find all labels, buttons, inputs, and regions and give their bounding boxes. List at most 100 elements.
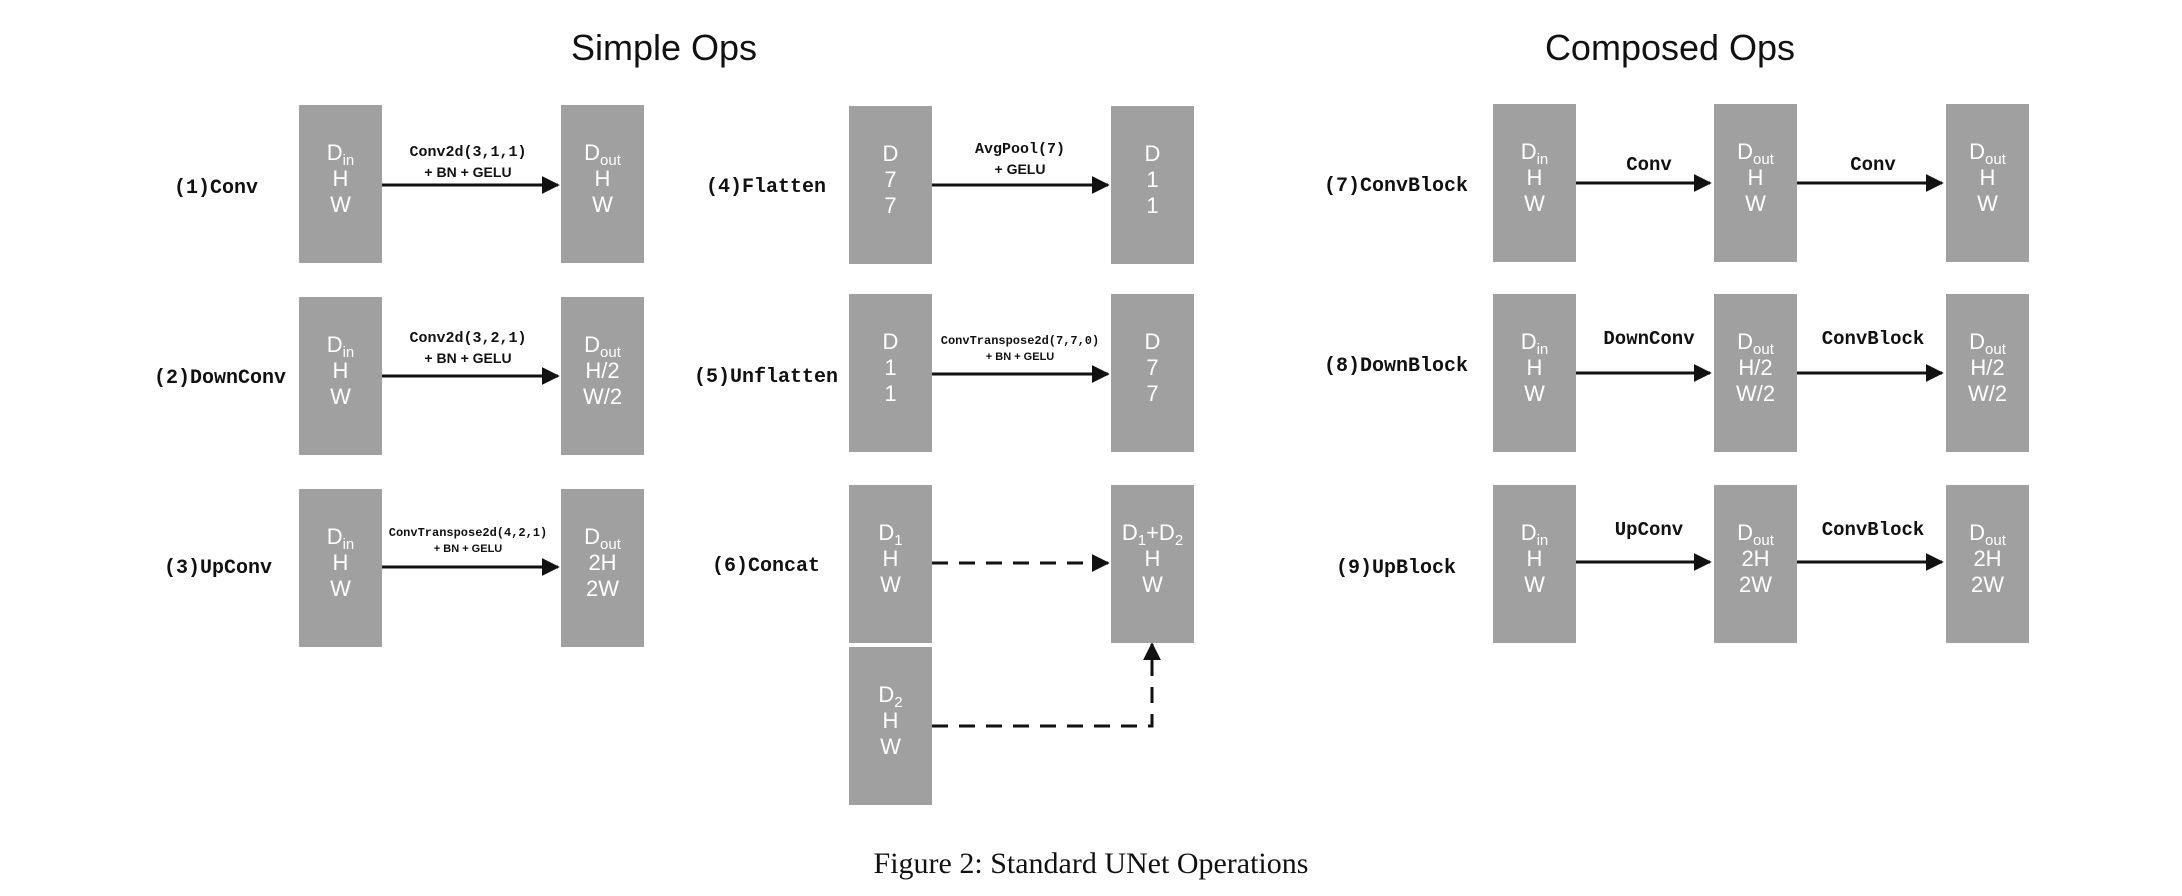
channel-dim-label: Dout bbox=[584, 524, 622, 553]
height-dim-label: 2H bbox=[1973, 546, 2001, 571]
op-label-flatten: (4)Flatten bbox=[706, 176, 826, 199]
width-dim-label: 2W bbox=[586, 576, 619, 601]
svg-text:+ BN + GELU: + BN + GELU bbox=[424, 164, 511, 180]
height-dim-label: H/2 bbox=[585, 358, 619, 383]
width-dim-label: W bbox=[1524, 572, 1545, 597]
op-label-downblock: (8)DownBlock bbox=[1324, 355, 1468, 378]
width-dim-label: W/2 bbox=[1968, 381, 2007, 406]
svg-text:+ BN + GELU: + BN + GELU bbox=[424, 350, 511, 366]
height-dim-label: H bbox=[333, 550, 349, 575]
composed-ops-title: Composed Ops bbox=[1545, 27, 1795, 68]
channel-dim-label: D bbox=[1145, 329, 1161, 354]
height-dim-label: H bbox=[1748, 165, 1764, 190]
tensor-box-unflatten-in: D11 bbox=[849, 294, 932, 452]
op-label-unflatten: (5)Unflatten bbox=[694, 366, 838, 389]
width-dim-label: W bbox=[330, 192, 351, 217]
width-dim-label: W bbox=[330, 384, 351, 409]
height-dim-label: H bbox=[1145, 546, 1161, 571]
edge-label-downblock-2: ConvBlock bbox=[1822, 328, 1925, 350]
channel-dim-label: D2 bbox=[878, 682, 902, 711]
op-label-concat: (6)Concat bbox=[712, 555, 820, 578]
width-dim-label: W/2 bbox=[583, 384, 622, 409]
figure-caption: Figure 2: Standard UNet Operations bbox=[874, 847, 1309, 880]
svg-text:(3)UpConv: (3)UpConv bbox=[164, 557, 272, 580]
channel-dim-label: D bbox=[883, 329, 899, 354]
width-dim-label: 1 bbox=[1146, 193, 1158, 218]
channel-dim-label: Dout bbox=[1969, 520, 2007, 549]
tensor-box-flatten-in: D77 bbox=[849, 106, 932, 264]
width-dim-label: W/2 bbox=[1736, 381, 1775, 406]
op-label-convblock: (7)ConvBlock bbox=[1324, 175, 1468, 198]
svg-text:(4)Flatten: (4)Flatten bbox=[706, 176, 826, 199]
height-dim-label: H bbox=[883, 708, 899, 733]
svg-text:ConvTranspose2d(7,7,0): ConvTranspose2d(7,7,0) bbox=[941, 334, 1099, 348]
height-dim-label: H bbox=[1527, 165, 1543, 190]
op-label-conv: (1)Conv bbox=[174, 177, 258, 200]
width-dim-label: 2W bbox=[1971, 572, 2004, 597]
width-dim-label: 7 bbox=[884, 193, 896, 218]
arrows bbox=[382, 174, 1944, 728]
svg-text:(7)ConvBlock: (7)ConvBlock bbox=[1324, 175, 1468, 198]
channel-dim-label: D1 bbox=[878, 520, 902, 549]
height-dim-label: 1 bbox=[1146, 167, 1158, 192]
svg-text:Conv2d(3,1,1): Conv2d(3,1,1) bbox=[409, 144, 526, 161]
edge-label-downblock-1: DownConv bbox=[1603, 328, 1695, 350]
width-dim-label: 2W bbox=[1739, 572, 1772, 597]
svg-text:(1)Conv: (1)Conv bbox=[174, 177, 258, 200]
tensor-box-flatten-out: D11 bbox=[1111, 106, 1194, 264]
channel-dim-label: Dout bbox=[1969, 139, 2007, 168]
channel-dim-label: D1+D2 bbox=[1122, 520, 1183, 549]
width-dim-label: W bbox=[880, 572, 901, 597]
width-dim-label: W bbox=[592, 192, 613, 217]
channel-dim-label: D bbox=[883, 141, 899, 166]
height-dim-label: H bbox=[1980, 165, 1996, 190]
channel-dim-label: Din bbox=[1521, 520, 1549, 549]
channel-dim-label: Din bbox=[327, 332, 355, 361]
channel-dim-label: Dout bbox=[1737, 520, 1775, 549]
width-dim-label: W bbox=[1524, 191, 1545, 216]
svg-text:(9)UpBlock: (9)UpBlock bbox=[1336, 557, 1456, 580]
simple-ops-title: Simple Ops bbox=[571, 27, 757, 68]
svg-text:(8)DownBlock: (8)DownBlock bbox=[1324, 355, 1468, 378]
height-dim-label: H/2 bbox=[1970, 355, 2004, 380]
height-dim-label: H bbox=[1527, 355, 1543, 380]
height-dim-label: H bbox=[1527, 546, 1543, 571]
svg-text:(5)Unflatten: (5)Unflatten bbox=[694, 366, 838, 389]
svg-text:ConvTranspose2d(4,2,1): ConvTranspose2d(4,2,1) bbox=[389, 526, 547, 540]
arrow-concat-d2 bbox=[932, 642, 1161, 728]
channel-dim-label: Dout bbox=[1737, 139, 1775, 168]
op-label-downconv: (2)DownConv bbox=[154, 367, 286, 390]
width-dim-label: W bbox=[1745, 191, 1766, 216]
svg-text:Conv2d(3,2,1): Conv2d(3,2,1) bbox=[409, 330, 526, 347]
channel-dim-label: Dout bbox=[1737, 329, 1775, 358]
height-dim-label: H bbox=[333, 358, 349, 383]
edge-label-unflatten: ConvTranspose2d(7,7,0) + BN + GELU bbox=[941, 334, 1099, 363]
edge-label-upblock-2: ConvBlock bbox=[1822, 519, 1925, 541]
width-dim-label: W bbox=[1977, 191, 1998, 216]
channel-dim-label: D bbox=[1145, 141, 1161, 166]
height-dim-label: 2H bbox=[588, 550, 616, 575]
op-label-upconv: (3)UpConv bbox=[164, 557, 272, 580]
height-dim-label: 1 bbox=[884, 355, 896, 380]
tensor-box-unflatten-out: D77 bbox=[1111, 294, 1194, 452]
channel-dim-label: Din bbox=[327, 140, 355, 169]
svg-text:(6)Concat: (6)Concat bbox=[712, 555, 820, 578]
channel-dim-label: Dout bbox=[584, 332, 622, 361]
width-dim-label: W bbox=[880, 734, 901, 759]
height-dim-label: 2H bbox=[1741, 546, 1769, 571]
